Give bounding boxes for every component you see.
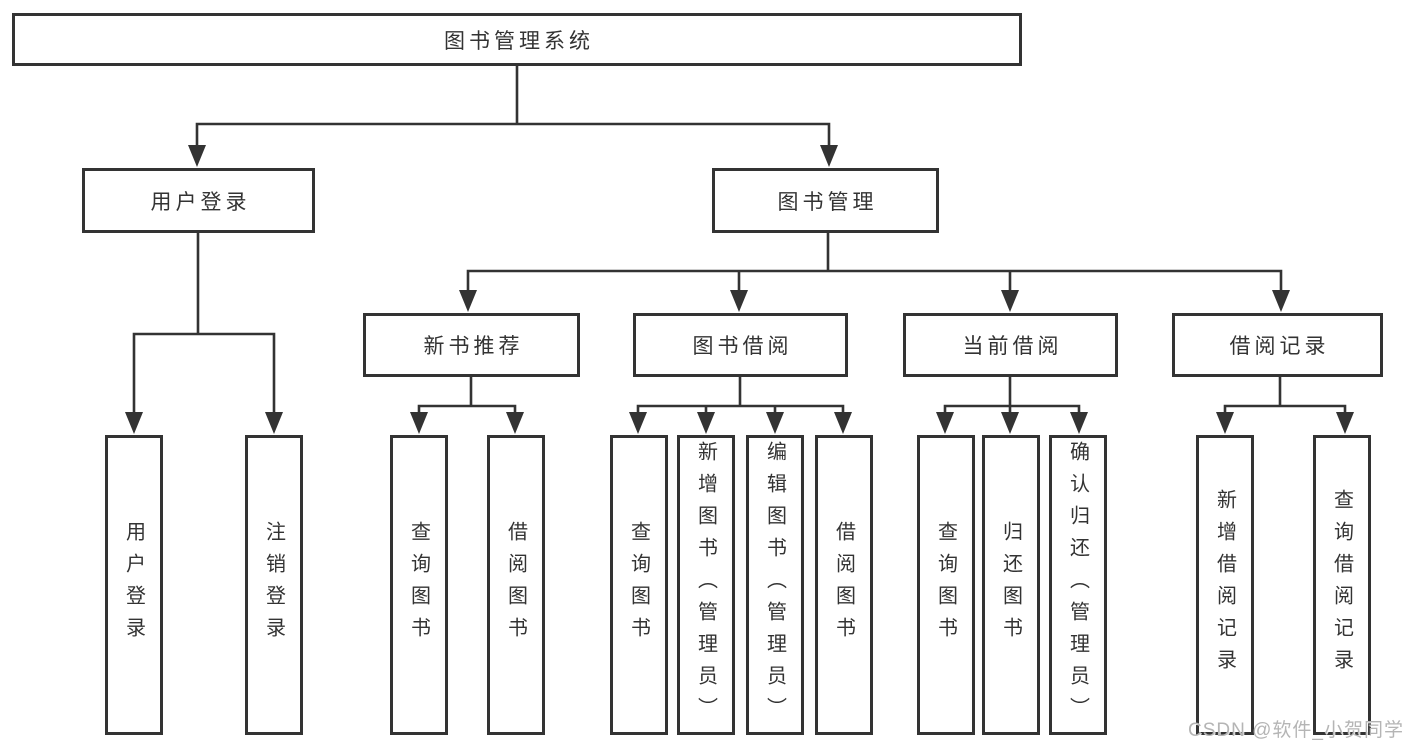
leaf-query-books-recommend-label: 查询图书 (407, 521, 430, 649)
leaf-borrow-books-recommend: 借阅图书 (487, 435, 545, 735)
node-borrowing-records: 借阅记录 (1172, 313, 1383, 377)
node-current-borrowing-label: 当前借阅 (962, 335, 1063, 358)
node-current-borrowing: 当前借阅 (903, 313, 1118, 377)
node-new-book-recommend: 新书推荐 (363, 313, 580, 377)
node-book-management: 图书管理 (712, 168, 939, 233)
node-user-login-label: 用户登录 (150, 190, 251, 214)
leaf-confirm-return-admin-label: 确认归还（管理员） (1066, 441, 1089, 729)
node-root-label: 图书管理系统 (444, 29, 594, 53)
leaf-query-borrow-record-label: 查询借阅记录 (1330, 489, 1353, 681)
leaf-query-books-borrowing: 查询图书 (610, 435, 668, 735)
csdn-watermark: CSDN @软件_小贺同学 (1188, 720, 1404, 741)
node-book-borrowing: 图书借阅 (633, 313, 848, 377)
leaf-return-books: 归还图书 (982, 435, 1040, 735)
leaf-add-books-admin: 新增图书（管理员） (677, 435, 735, 735)
leaf-edit-books-admin-label: 编辑图书（管理员） (763, 441, 786, 729)
leaf-logout: 注销登录 (245, 435, 303, 735)
leaf-user-login-label: 用户登录 (122, 521, 145, 649)
leaf-return-books-label: 归还图书 (999, 521, 1022, 649)
leaf-user-login: 用户登录 (105, 435, 163, 735)
leaf-query-books-borrowing-label: 查询图书 (627, 521, 650, 649)
leaf-add-books-admin-label: 新增图书（管理员） (694, 441, 717, 729)
leaf-add-borrow-record-label: 新增借阅记录 (1213, 489, 1236, 681)
node-root: 图书管理系统 (12, 13, 1022, 66)
node-book-management-label: 图书管理 (777, 190, 878, 214)
leaf-query-borrow-record: 查询借阅记录 (1313, 435, 1371, 735)
node-book-borrowing-label: 图书借阅 (692, 335, 793, 358)
leaf-borrow-books-recommend-label: 借阅图书 (504, 521, 527, 649)
node-new-book-recommend-label: 新书推荐 (423, 335, 524, 358)
leaf-confirm-return-admin: 确认归还（管理员） (1049, 435, 1107, 735)
leaf-borrow-books-borrowing: 借阅图书 (815, 435, 873, 735)
leaf-add-borrow-record: 新增借阅记录 (1196, 435, 1254, 735)
leaf-borrow-books-borrowing-label: 借阅图书 (832, 521, 855, 649)
leaf-query-books-recommend: 查询图书 (390, 435, 448, 735)
node-borrowing-records-label: 借阅记录 (1229, 335, 1330, 358)
leaf-logout-label: 注销登录 (262, 521, 285, 649)
leaf-query-books-current: 查询图书 (917, 435, 975, 735)
node-user-login: 用户登录 (82, 168, 315, 233)
leaf-query-books-current-label: 查询图书 (934, 521, 957, 649)
leaf-edit-books-admin: 编辑图书（管理员） (746, 435, 804, 735)
